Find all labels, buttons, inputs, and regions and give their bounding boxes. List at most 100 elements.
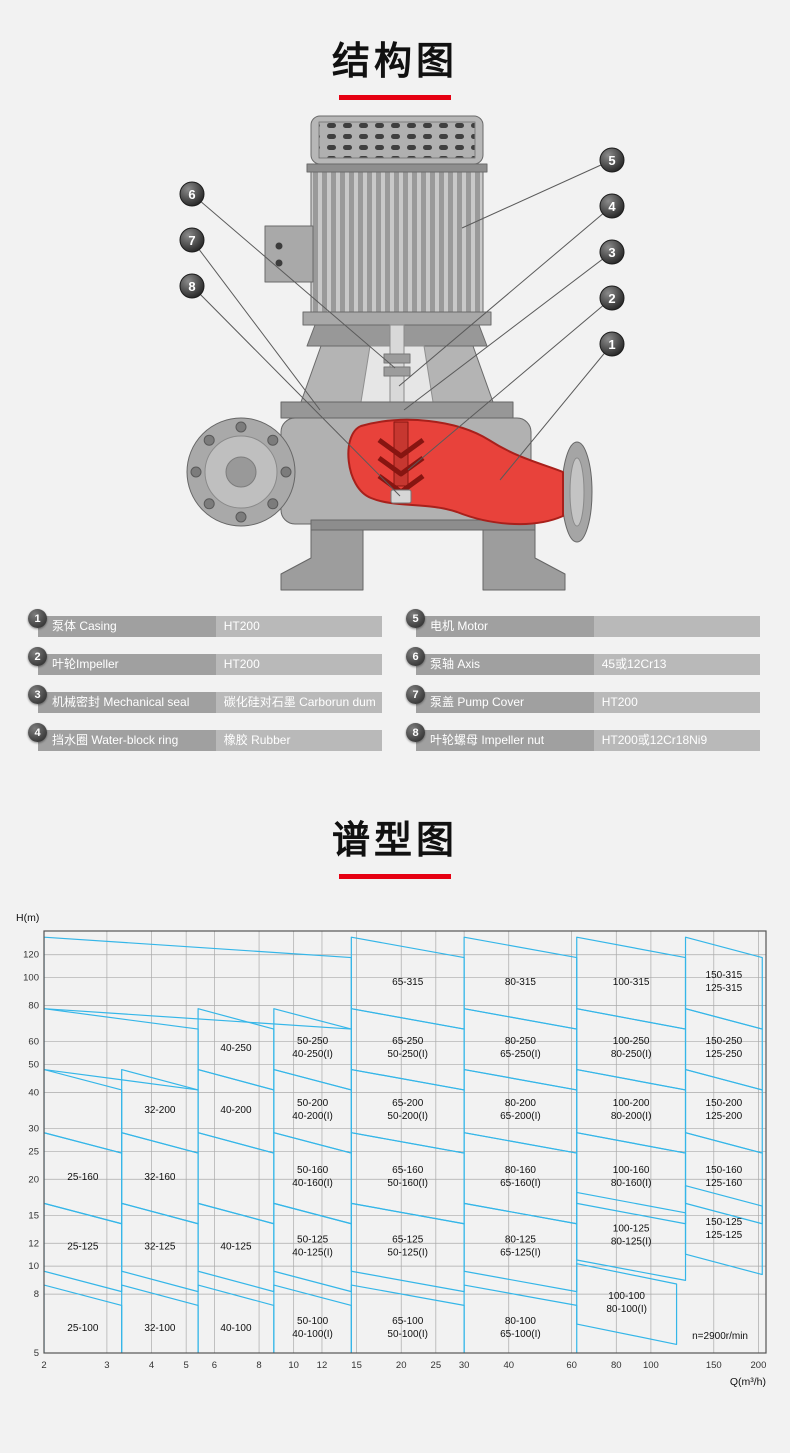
- part-name-cell: 叶轮螺母 Impeller nut: [416, 730, 594, 751]
- pump-model-label: 150-160: [706, 1165, 743, 1176]
- pump-model-label: 80-200(I): [611, 1111, 652, 1122]
- callout-4: 4: [599, 193, 625, 219]
- pump-model-region: [684, 1185, 763, 1276]
- pump-model-label: 32-160: [144, 1172, 176, 1183]
- axis-tick-label: 40: [28, 1087, 39, 1098]
- part-row: 3 机械密封 Mechanical seal 碳化硅对石墨 Carborun d…: [28, 685, 382, 713]
- axis-tick-label: 25: [28, 1146, 39, 1157]
- parts-column-left: 1 泵体 Casing HT200 2 叶轮Impeller HT200 3 机…: [28, 609, 382, 751]
- pump-model-label: 65-200: [392, 1098, 424, 1109]
- axis-tick-label: 15: [28, 1210, 39, 1221]
- svg-text:4: 4: [608, 199, 616, 214]
- pump-model-label: 80-315: [505, 977, 537, 988]
- axis-tick-label: 60: [28, 1037, 39, 1048]
- part-name-cell: 挡水圈 Water-block ring: [38, 730, 216, 751]
- pump-model-label: 80-100(I): [606, 1304, 647, 1315]
- part-name-cell: 叶轮Impeller: [38, 654, 216, 675]
- axis-tick-label: 10: [28, 1261, 39, 1272]
- pump-model-label: 65-125(I): [500, 1247, 541, 1258]
- axis-tick-label: 8: [34, 1289, 39, 1300]
- svg-text:3: 3: [608, 245, 615, 260]
- pump-model-label: 65-100: [392, 1316, 424, 1327]
- x-axis-title: Q(m³/h): [730, 1376, 766, 1388]
- title-underline-bar: [339, 95, 451, 100]
- callout-leader-lines: [191, 159, 613, 497]
- pump-model-label: 32-125: [144, 1241, 176, 1252]
- pump-structure-diagram: 1 2 3 4 5 6 7 8: [179, 115, 625, 591]
- part-material-cell: 橡胶 Rubber: [215, 730, 382, 751]
- pump-model-label: 100-100: [608, 1291, 645, 1302]
- pump-model-label: 40-100(I): [292, 1329, 333, 1340]
- callout-6: 6: [179, 181, 205, 207]
- pump-model-label: 150-125: [706, 1217, 743, 1228]
- axis-tick-label: 100: [23, 973, 39, 984]
- pump-model-label: 40-200(I): [292, 1111, 333, 1122]
- pump-model-label: 125-315: [706, 983, 743, 994]
- pump-model-label: 80-160(I): [611, 1178, 652, 1189]
- svg-text:7: 7: [188, 233, 195, 248]
- pump-model-label: 150-200: [706, 1098, 743, 1109]
- pump-model-label: 65-100(I): [500, 1329, 541, 1340]
- pump-model-label: 65-160: [392, 1165, 424, 1176]
- pump-model-label: 100-125: [613, 1223, 650, 1234]
- pump-model-label: 125-160: [706, 1178, 743, 1189]
- pump-model-label: 100-200: [613, 1098, 650, 1109]
- pump-model-region: [273, 1284, 352, 1353]
- pump-model-label: 25-160: [67, 1172, 99, 1183]
- svg-text:8: 8: [188, 279, 195, 294]
- part-number-badge: 7: [406, 685, 425, 704]
- pump-model-region: [121, 1284, 199, 1353]
- callout-8: 8: [179, 273, 205, 299]
- pump-model-label: 100-315: [613, 977, 650, 988]
- pump-model-label: 125-200: [706, 1111, 743, 1122]
- pump-model-label: 65-160(I): [500, 1178, 541, 1189]
- svg-text:5: 5: [608, 153, 615, 168]
- axis-tick-label: 100: [643, 1360, 659, 1371]
- part-name-cell: 泵盖 Pump Cover: [416, 692, 594, 713]
- axis-tick-label: 50: [28, 1059, 39, 1070]
- pump-model-region: [44, 1068, 123, 1154]
- pump-model-label: 40-125(I): [292, 1247, 333, 1258]
- pump-model-label: 80-250: [505, 1036, 537, 1047]
- pump-model-region: [463, 1284, 578, 1353]
- parts-column-right: 5 电机 Motor 6 泵轴 Axis 45或12Cr13 7 泵盖 Pump…: [406, 609, 760, 751]
- pump-model-label: 80-250(I): [611, 1049, 652, 1060]
- pump-model-label: 50-100: [297, 1316, 329, 1327]
- part-row: 2 叶轮Impeller HT200: [28, 647, 382, 675]
- part-number-badge: 8: [406, 723, 425, 742]
- part-name-cell: 机械密封 Mechanical seal: [38, 692, 216, 713]
- pump-model-region: [576, 1191, 687, 1281]
- pump-model-region: [44, 1008, 199, 1091]
- axis-tick-label: 5: [184, 1360, 189, 1371]
- pump-model-label: 40-250(I): [292, 1049, 333, 1060]
- axis-tick-label: 5: [34, 1348, 39, 1359]
- pump-model-label: 150-250: [706, 1036, 743, 1047]
- part-number-badge: 3: [28, 685, 47, 704]
- spectrum-section-title: 谱型图: [331, 820, 458, 862]
- pump-model-label: 40-250: [220, 1043, 252, 1054]
- part-row: 5 电机 Motor: [406, 609, 760, 637]
- part-material-cell: HT200或12Cr18Ni9: [593, 730, 760, 751]
- part-material-cell: HT200: [215, 616, 382, 637]
- pump-model-label: 50-250: [297, 1036, 329, 1047]
- svg-text:2: 2: [608, 291, 615, 306]
- callout-5: 5: [599, 147, 625, 173]
- axis-tick-label: 20: [28, 1174, 39, 1185]
- axis-tick-label: 120: [23, 950, 39, 961]
- axis-tick-label: 4: [149, 1360, 154, 1371]
- part-number-badge: 6: [406, 647, 425, 666]
- pump-model-label: 100-250: [613, 1036, 650, 1047]
- pump-model-label: 80-125(I): [611, 1236, 652, 1247]
- axis-tick-label: 150: [706, 1360, 722, 1371]
- pump-model-label: 50-200(I): [387, 1111, 428, 1122]
- pump-model-label: 50-100(I): [387, 1329, 428, 1340]
- speed-annotation: n=2900r/min: [692, 1331, 748, 1342]
- axis-tick-label: 30: [459, 1360, 470, 1371]
- pump-model-region: [350, 1284, 465, 1353]
- pump-model-label: 80-125: [505, 1234, 537, 1245]
- pump-model-label: 32-200: [144, 1105, 176, 1116]
- structure-section: 结构图: [28, 41, 760, 751]
- callout-1: 1: [599, 331, 625, 357]
- pump-model-label: 100-160: [613, 1165, 650, 1176]
